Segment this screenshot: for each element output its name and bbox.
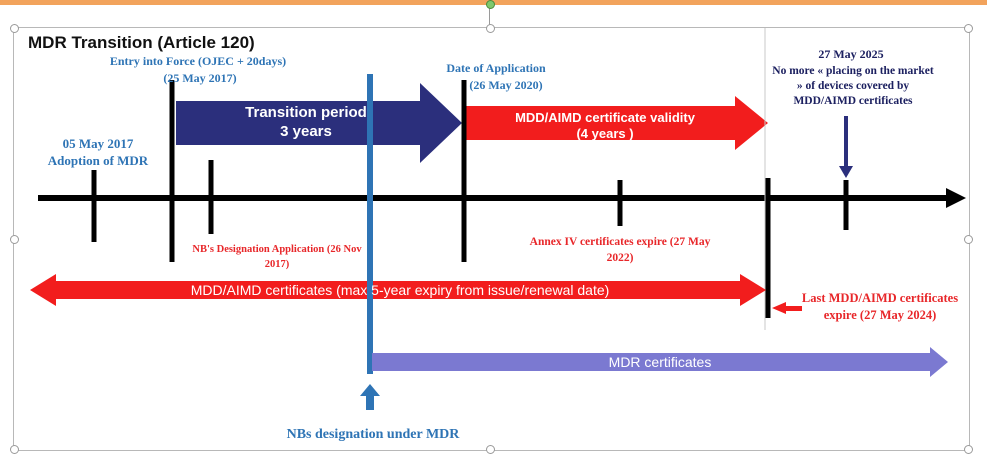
entry-into-force-date: (25 May 2017) xyxy=(163,71,237,85)
resize-handle-top[interactable] xyxy=(486,24,495,33)
mdd-certificates-text: MDD/AIMD certificates (max 5-year expiry… xyxy=(190,282,610,298)
resize-handle-bottom-right[interactable] xyxy=(964,445,973,454)
nbs-up-arrow xyxy=(360,384,380,410)
resize-handle-right[interactable] xyxy=(964,235,973,244)
transition-period-text-line2: 3 years xyxy=(280,123,332,140)
may-2025-pointer-head xyxy=(839,166,853,178)
validity-text-line1: MDD/AIMD certificate validity xyxy=(515,110,695,125)
resize-handle-top-right[interactable] xyxy=(964,24,973,33)
rotation-handle-stem xyxy=(489,6,490,26)
date-of-application-date: (26 May 2020) xyxy=(469,78,543,92)
resize-handle-top-left[interactable] xyxy=(10,24,19,33)
adoption-date-label: 05 May 2017 xyxy=(62,136,134,151)
diagram-title: MDR Transition (Article 120) xyxy=(28,33,255,52)
resize-handle-bottom-left[interactable] xyxy=(10,445,19,454)
adoption-label: Adoption of MDR xyxy=(47,153,149,168)
validity-text-line2: (4 years ) xyxy=(576,126,634,141)
nb-designation-label: NB's Designation Application (26 Nov 201… xyxy=(192,244,362,270)
certificate-validity-arrow xyxy=(466,96,768,150)
last-mdd-label: Last MDD/AIMD certificates expire (27 Ma… xyxy=(801,291,959,322)
timeline-arrowhead xyxy=(946,188,966,208)
no-more-placing-label: No more « placing on the market » of dev… xyxy=(772,65,934,107)
date-of-application-label: Date of Application xyxy=(446,61,546,75)
transition-period-arrow xyxy=(176,83,462,163)
mdr-certificates-arrow xyxy=(372,347,948,377)
entry-into-force-label: Entry into Force (OJEC + 20days) xyxy=(109,54,287,68)
mdr-certificates-text: MDR certificates xyxy=(608,354,712,370)
annex-iv-label: Annex IV certificates expire (27 May 202… xyxy=(529,236,711,264)
mdd-certificates-arrow xyxy=(30,274,766,306)
transition-period-text-line1: Transition period xyxy=(245,104,367,121)
rotation-handle[interactable] xyxy=(486,0,495,9)
resize-handle-bottom[interactable] xyxy=(486,445,495,454)
may-2025-label: 27 May 2025 xyxy=(818,47,884,61)
nbs-designation-label: NBs designation under MDR xyxy=(286,427,460,442)
last-mdd-pointer xyxy=(772,302,802,314)
resize-handle-left[interactable] xyxy=(10,235,19,244)
